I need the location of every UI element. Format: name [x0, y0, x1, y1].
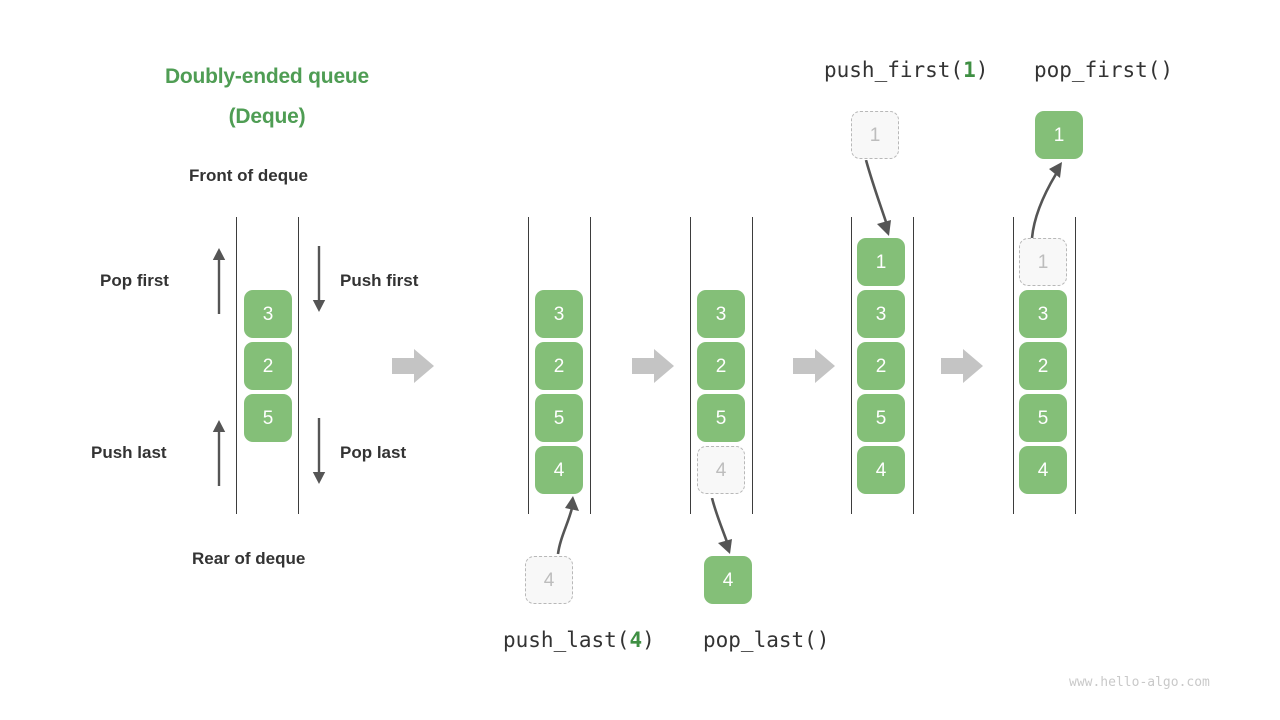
- page-title: Doubly-ended queue (Deque): [107, 57, 427, 137]
- operation-label-pop-first: pop_first(): [1034, 58, 1174, 82]
- arrow-pop-last-remove-icon: [710, 498, 732, 554]
- deque-rail-right: [1075, 217, 1077, 514]
- deque-box: 5: [535, 394, 583, 442]
- deque-box: 2: [244, 342, 292, 390]
- push-first-close: ): [975, 58, 989, 82]
- deque-external-box: 1: [1035, 111, 1083, 159]
- deque-external-box: 4: [704, 556, 752, 604]
- label-push-last: Push last: [91, 443, 167, 462]
- deque-rail-left: [851, 217, 853, 514]
- watermark: www.hello-algo.com: [1069, 675, 1210, 690]
- step-arrow-icon: [941, 349, 983, 383]
- arrow-push-first-insert-icon: [864, 160, 891, 236]
- label-pop-last: Pop last: [340, 443, 407, 462]
- deque-box: 1: [857, 238, 905, 286]
- deque-rail-right: [590, 217, 592, 514]
- push-first-arg: 1: [963, 58, 976, 82]
- deque-box: 3: [697, 290, 745, 338]
- label-push-first: Push first: [340, 271, 419, 290]
- arrow-push-first-down-icon: [312, 246, 326, 312]
- operation-label-push-last: push_last(4): [503, 628, 655, 652]
- deque-box: 3: [857, 290, 905, 338]
- push-last-name: push_last(: [503, 628, 630, 652]
- deque-external-box: 4: [525, 556, 573, 604]
- deque-box: 2: [857, 342, 905, 390]
- step-arrow-icon: [793, 349, 835, 383]
- arrow-pop-first-up-icon: [212, 248, 226, 314]
- deque-external-box: 1: [851, 111, 899, 159]
- deque-box: 2: [1019, 342, 1067, 390]
- deque-rail-left: [528, 217, 530, 514]
- push-last-arg: 4: [629, 628, 643, 652]
- deque-box: 5: [697, 394, 745, 442]
- deque-box: 4: [857, 446, 905, 494]
- step-arrow-icon: [632, 349, 674, 383]
- deque-box: 2: [697, 342, 745, 390]
- arrow-pop-first-remove-icon: [1030, 162, 1062, 239]
- title-line-1: Doubly-ended queue: [164, 65, 370, 88]
- deque-box: 3: [244, 290, 292, 338]
- deque-box: 5: [244, 394, 292, 442]
- caption-front-of-deque: Front of deque: [189, 166, 308, 185]
- deque-rail-right: [298, 217, 300, 514]
- deque-box: 5: [1019, 394, 1067, 442]
- operation-label-pop-last: pop_last(): [703, 628, 830, 652]
- push-last-close: ): [642, 628, 655, 652]
- deque-box: 4: [535, 446, 583, 494]
- push-first-name: push_first(: [824, 58, 964, 82]
- deque-box: 4: [1019, 446, 1067, 494]
- deque-box: 1: [1019, 238, 1067, 286]
- deque-box: 4: [697, 446, 745, 494]
- caption-rear-of-deque: Rear of deque: [192, 549, 306, 568]
- arrow-pop-last-down-icon: [312, 418, 326, 484]
- deque-rail-right: [913, 217, 915, 514]
- deque-box: 5: [857, 394, 905, 442]
- deque-rail-left: [690, 217, 692, 514]
- deque-box: 3: [1019, 290, 1067, 338]
- operation-label-push-first: push_first(1): [824, 58, 988, 82]
- label-pop-first: Pop first: [100, 271, 169, 290]
- arrow-push-last-insert-icon: [556, 496, 579, 555]
- deque-box: 3: [535, 290, 583, 338]
- deque-rail-left: [1013, 217, 1015, 514]
- deque-rail-left: [236, 217, 238, 514]
- deque-box: 2: [535, 342, 583, 390]
- title-line-2: (Deque): [228, 105, 306, 128]
- deque-rail-right: [752, 217, 754, 514]
- arrow-push-last-up-icon: [212, 420, 226, 486]
- step-arrow-icon: [392, 349, 434, 383]
